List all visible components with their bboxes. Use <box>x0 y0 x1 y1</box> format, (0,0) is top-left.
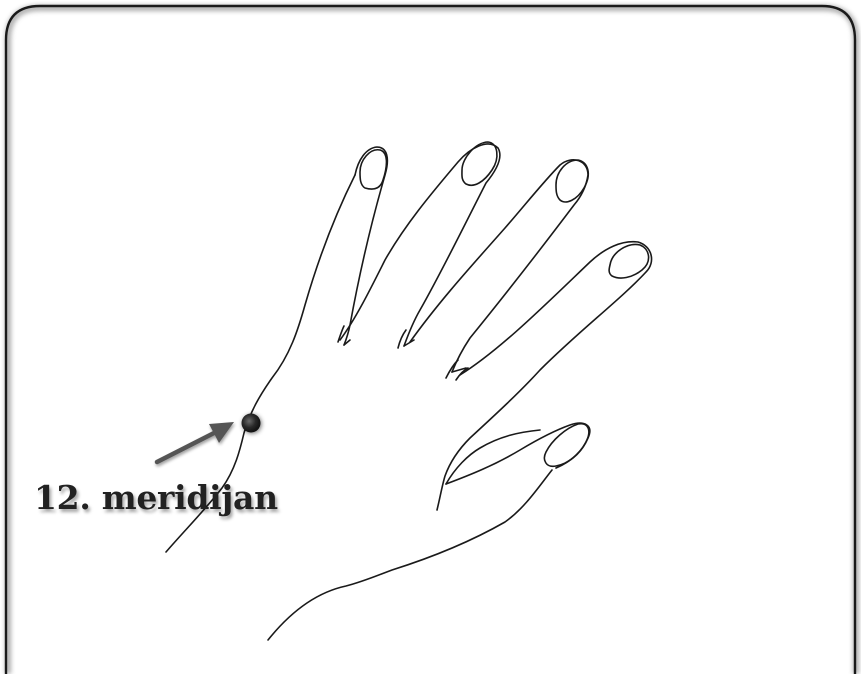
hand-outline <box>166 142 652 640</box>
middle-finger <box>340 144 500 346</box>
acupoint-dot-icon <box>242 414 261 433</box>
little-finger <box>437 242 652 510</box>
arrow-pointer-icon <box>157 422 234 462</box>
wrist-lower-edge <box>268 470 552 640</box>
little-nail <box>609 244 648 278</box>
thumb-nail <box>544 424 588 467</box>
thumb <box>446 423 590 484</box>
thumb-base <box>446 430 540 484</box>
middle-nail <box>462 142 497 185</box>
meridian-label: 12. meridijan <box>34 478 278 517</box>
frame-border <box>6 6 856 674</box>
ring-nail <box>556 160 588 202</box>
index-finger <box>344 147 387 345</box>
ring-crease <box>446 360 466 378</box>
ring-finger <box>410 160 588 372</box>
